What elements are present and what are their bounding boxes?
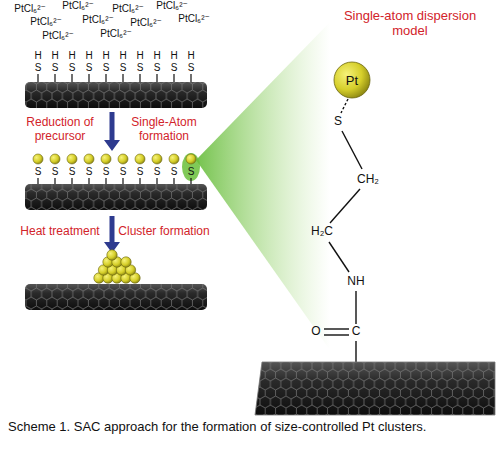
atom-symbol: CH₂ (357, 173, 379, 187)
graphene-sheet (255, 362, 495, 415)
single-atoms (33, 154, 196, 184)
atom-symbol: S (120, 62, 127, 74)
atom-symbol: H (187, 50, 194, 62)
precursor-ion: PtCl₆²⁻ (100, 28, 132, 40)
carbon-nanotube (25, 184, 207, 210)
atom-symbol: S (137, 62, 144, 74)
zoom-cone (196, 22, 330, 350)
atom-symbol: H (153, 50, 160, 62)
atom-symbol: S (120, 166, 127, 178)
precursor-ion: PtCl₆²⁻ (42, 30, 74, 42)
atom-symbol: S (52, 62, 59, 74)
atom-symbol: S (69, 166, 76, 178)
highlight-ellipse (182, 153, 200, 181)
precursor-ion: PtCl₆²⁻ (130, 17, 162, 29)
precursor-ion: PtCl₆²⁻ (14, 3, 46, 15)
atom-symbol: H (85, 50, 92, 62)
model-title: Single-atom dispersion model (335, 9, 485, 39)
process-arrow (104, 112, 120, 151)
step-label: Reduction of precursor (14, 116, 106, 144)
figure-caption: Scheme 1. SAC approach for the formation… (8, 418, 493, 436)
atom-symbol: S (86, 166, 93, 178)
platinum-atom: Pt (333, 61, 371, 99)
atom-symbol: H (136, 50, 143, 62)
precursor-ion: PtCl₆²⁻ (112, 3, 144, 15)
atom-symbol: S (35, 166, 42, 178)
atom-symbol: S (188, 62, 195, 74)
precursor-ion: PtCl₆²⁻ (82, 14, 114, 26)
atom-symbol: H (51, 50, 58, 62)
thiol-bonds (38, 74, 191, 82)
atom-symbol: S (35, 62, 42, 74)
atom-symbol: S (171, 166, 178, 178)
process-arrow (104, 216, 120, 253)
step-label: Single-Atom formation (118, 116, 210, 144)
atom-symbol: C (352, 325, 361, 339)
atom-symbol: H₂C (311, 225, 333, 239)
atom-symbol: H (34, 50, 41, 62)
carbon-nanotube (25, 82, 207, 108)
atom-symbol: S (103, 166, 110, 178)
atom-symbol: S (171, 62, 178, 74)
atom-symbol: Pt (333, 61, 371, 99)
atom-symbol: S (154, 166, 161, 178)
atom-symbol: H (170, 50, 177, 62)
carbon-nanotube (25, 284, 207, 310)
atom-symbol: S (154, 62, 161, 74)
atom-symbol: S (334, 115, 342, 129)
step-label: Heat treatment (14, 225, 106, 239)
atom-symbol: NH (347, 275, 364, 289)
precursor-ion: PtCl₆²⁻ (30, 16, 62, 28)
atom-symbol: O (311, 325, 320, 339)
atom-symbol: S (188, 166, 195, 178)
precursor-ion: PtCl₆²⁻ (156, 0, 188, 12)
atom-symbol: H (102, 50, 109, 62)
atom-symbol: S (103, 62, 110, 74)
precursor-ion: PtCl₆²⁻ (178, 13, 210, 25)
atom-symbol: H (119, 50, 126, 62)
atom-symbol: S (137, 166, 144, 178)
atom-symbol: S (52, 166, 59, 178)
atom-symbol: S (69, 62, 76, 74)
pt-cluster (94, 250, 140, 283)
step-label: Cluster formation (118, 225, 210, 239)
atom-symbol: H (68, 50, 75, 62)
precursor-ion: PtCl₆²⁻ (62, 0, 94, 12)
atom-symbol: S (86, 62, 93, 74)
